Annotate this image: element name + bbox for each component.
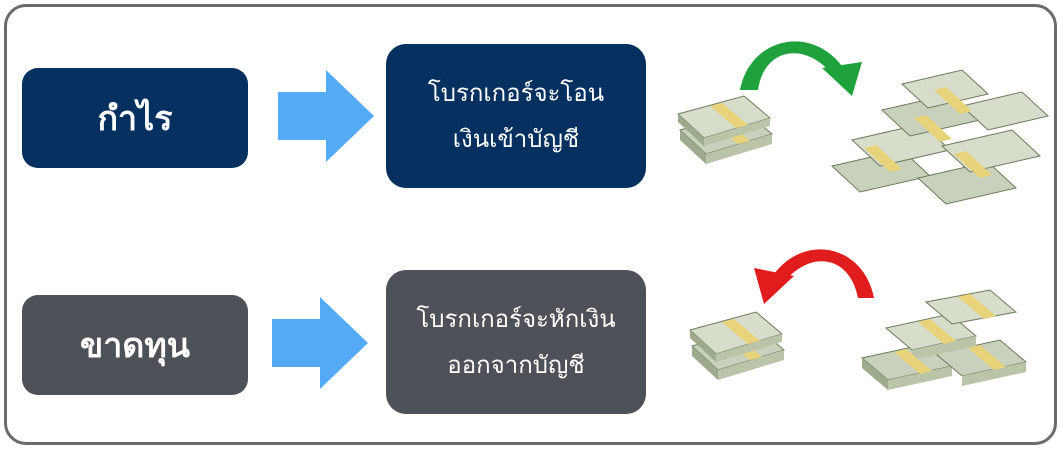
loss-message-box: โบรกเกอร์จะหักเงิน ออกจากบัญชี (386, 270, 646, 414)
cash-pile (830, 69, 1050, 205)
curved-arrow-right-icon (740, 41, 862, 96)
small-cash-stack-icon (688, 311, 786, 380)
profit-message-line1: โบรกเกอร์จะโอน (427, 79, 605, 107)
cash-bundle (676, 95, 774, 164)
right-arrow-icon (278, 70, 374, 162)
profit-message-line2: เงินเข้าบัญชี (452, 125, 580, 153)
curved-arrow-left-icon (754, 249, 874, 304)
profit-message-box: โบรกเกอร์จะโอน เงินเข้าบัญชี (386, 44, 646, 188)
stacked-cash-pile-icon (860, 289, 1028, 390)
loss-message-line1: โบรกเกอร์จะหักเงิน (416, 305, 616, 333)
loss-label: ขาดทุน (79, 326, 191, 366)
loss-block-arrow (272, 297, 368, 389)
red-arrow-head (754, 268, 794, 304)
green-arrow-body (740, 41, 842, 90)
green-arrow-head (822, 62, 862, 96)
loss-label-box: ขาดทุน (22, 295, 248, 395)
profit-block-arrow (278, 70, 374, 162)
loss-message-line2: ออกจากบัญชี (447, 351, 585, 379)
right-arrow-icon (272, 297, 368, 389)
profit-label: กำไร (97, 99, 173, 139)
profit-label-box: กำไร (22, 68, 248, 168)
small-cash-stack-icon (676, 95, 774, 164)
cash-bundle (688, 311, 786, 380)
large-cash-pile-icon (830, 69, 1050, 205)
cash-stacks (860, 289, 1028, 390)
red-arrow-body (774, 249, 874, 298)
